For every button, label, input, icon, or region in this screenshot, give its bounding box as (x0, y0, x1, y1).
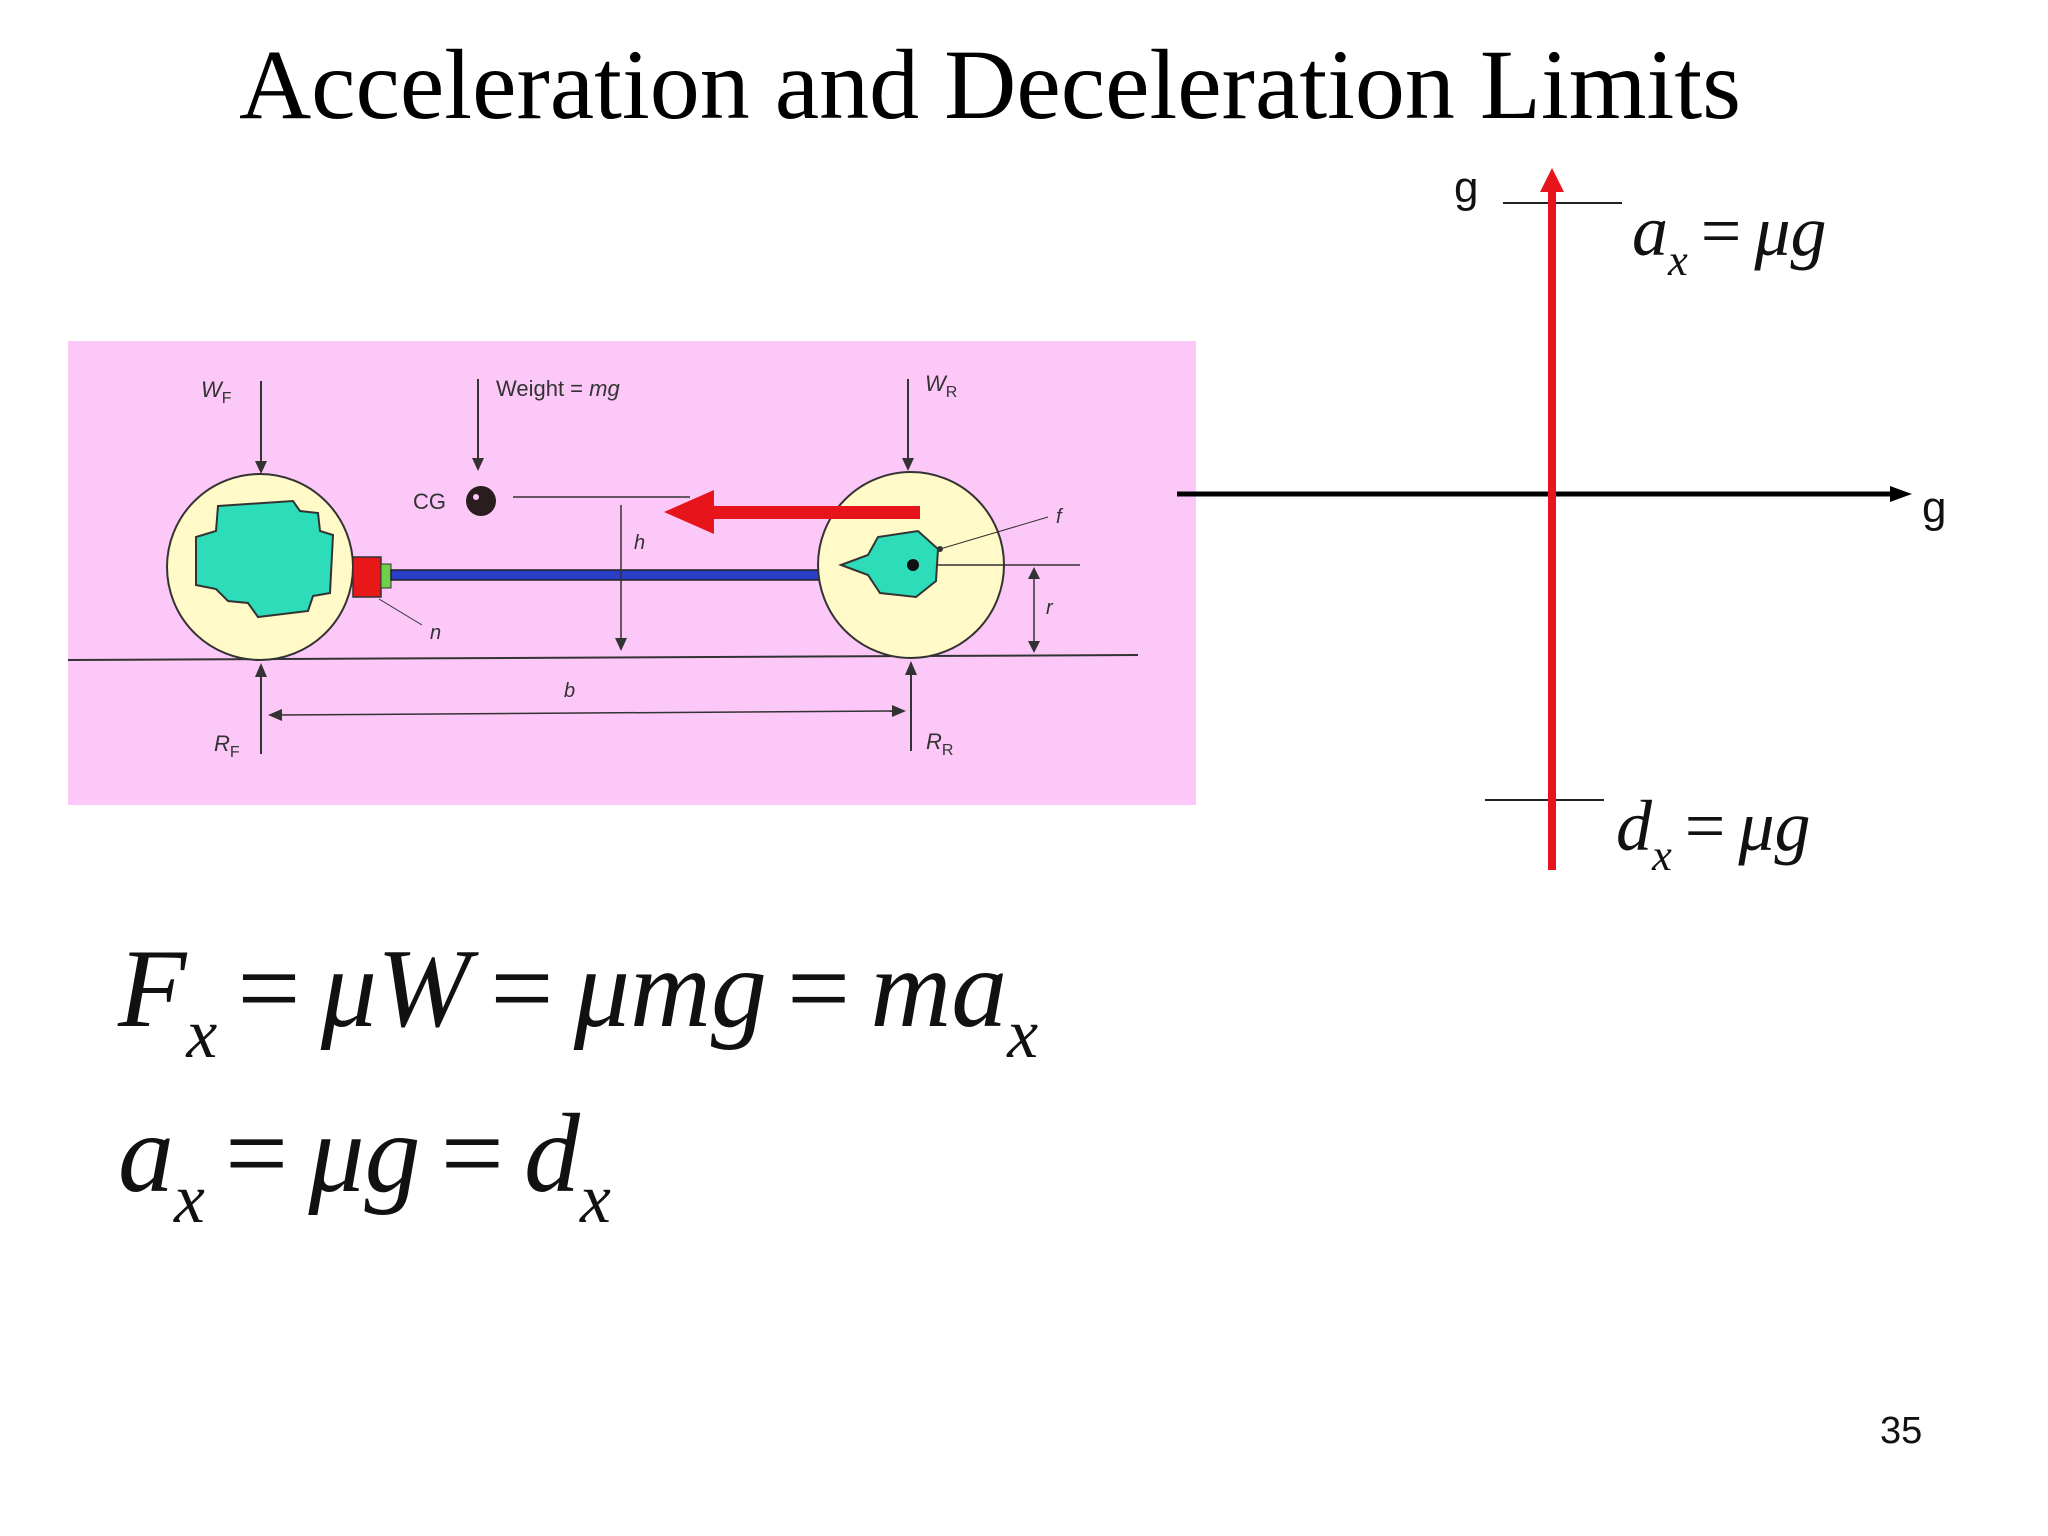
n-label: n (430, 622, 441, 644)
vertical-axis-arrowhead (1540, 168, 1564, 192)
slide-title: Acceleration and Deceleration Limits (238, 29, 1742, 140)
accel-limit-equation: ax=μg (1632, 191, 1827, 286)
b-label: b (564, 680, 575, 702)
decel-limit-equation: dx=μg (1616, 786, 1811, 881)
cg-point-highlight (473, 494, 479, 500)
wr-arrowhead (902, 458, 914, 471)
f-point (937, 546, 943, 552)
n-leader (378, 598, 423, 626)
page-number: 35 (1880, 1410, 1923, 1452)
r-label: r (1046, 597, 1054, 619)
h-label: h (634, 532, 645, 554)
differential (838, 529, 940, 599)
b-arrowhead-left (268, 709, 282, 721)
b-dimension (275, 710, 899, 716)
wf-label: WF (201, 377, 232, 407)
transmission (352, 556, 382, 598)
axle-center (907, 559, 919, 571)
cg-label: CG (413, 489, 446, 514)
horizontal-axis-label: g (1922, 483, 1946, 532)
rf-label: RF (214, 731, 240, 761)
force-equation: Fx=μW=μmg=max (118, 927, 1039, 1074)
cg-point (466, 486, 496, 516)
f-leader (939, 516, 1049, 550)
wr-label: WR (925, 371, 957, 401)
vertical-axis-label: g (1454, 163, 1478, 212)
wf-arrowhead (255, 461, 267, 474)
rr-arrowhead (905, 661, 917, 675)
weight-label: Weight = mg (496, 376, 620, 401)
h-arrowhead-bottom (615, 638, 627, 651)
r-arrowhead-top (1028, 567, 1040, 579)
inertia-arrow-shaft (708, 506, 920, 519)
rf-arrowhead (255, 663, 267, 677)
acceleration-equation: ax=μg=dx (118, 1092, 611, 1239)
vehicle-diagram: WF Weight = mg CG WR h f r n R (68, 341, 1196, 805)
r-arrowhead-bottom (1028, 641, 1040, 653)
b-arrowhead-right (892, 705, 906, 717)
inertia-arrow-head (664, 490, 714, 534)
rr-label: RR (926, 729, 953, 759)
weight-arrowhead (472, 458, 484, 471)
engine-block (195, 499, 335, 619)
horizontal-axis-arrowhead (1890, 486, 1912, 502)
f-label: f (1056, 506, 1064, 528)
